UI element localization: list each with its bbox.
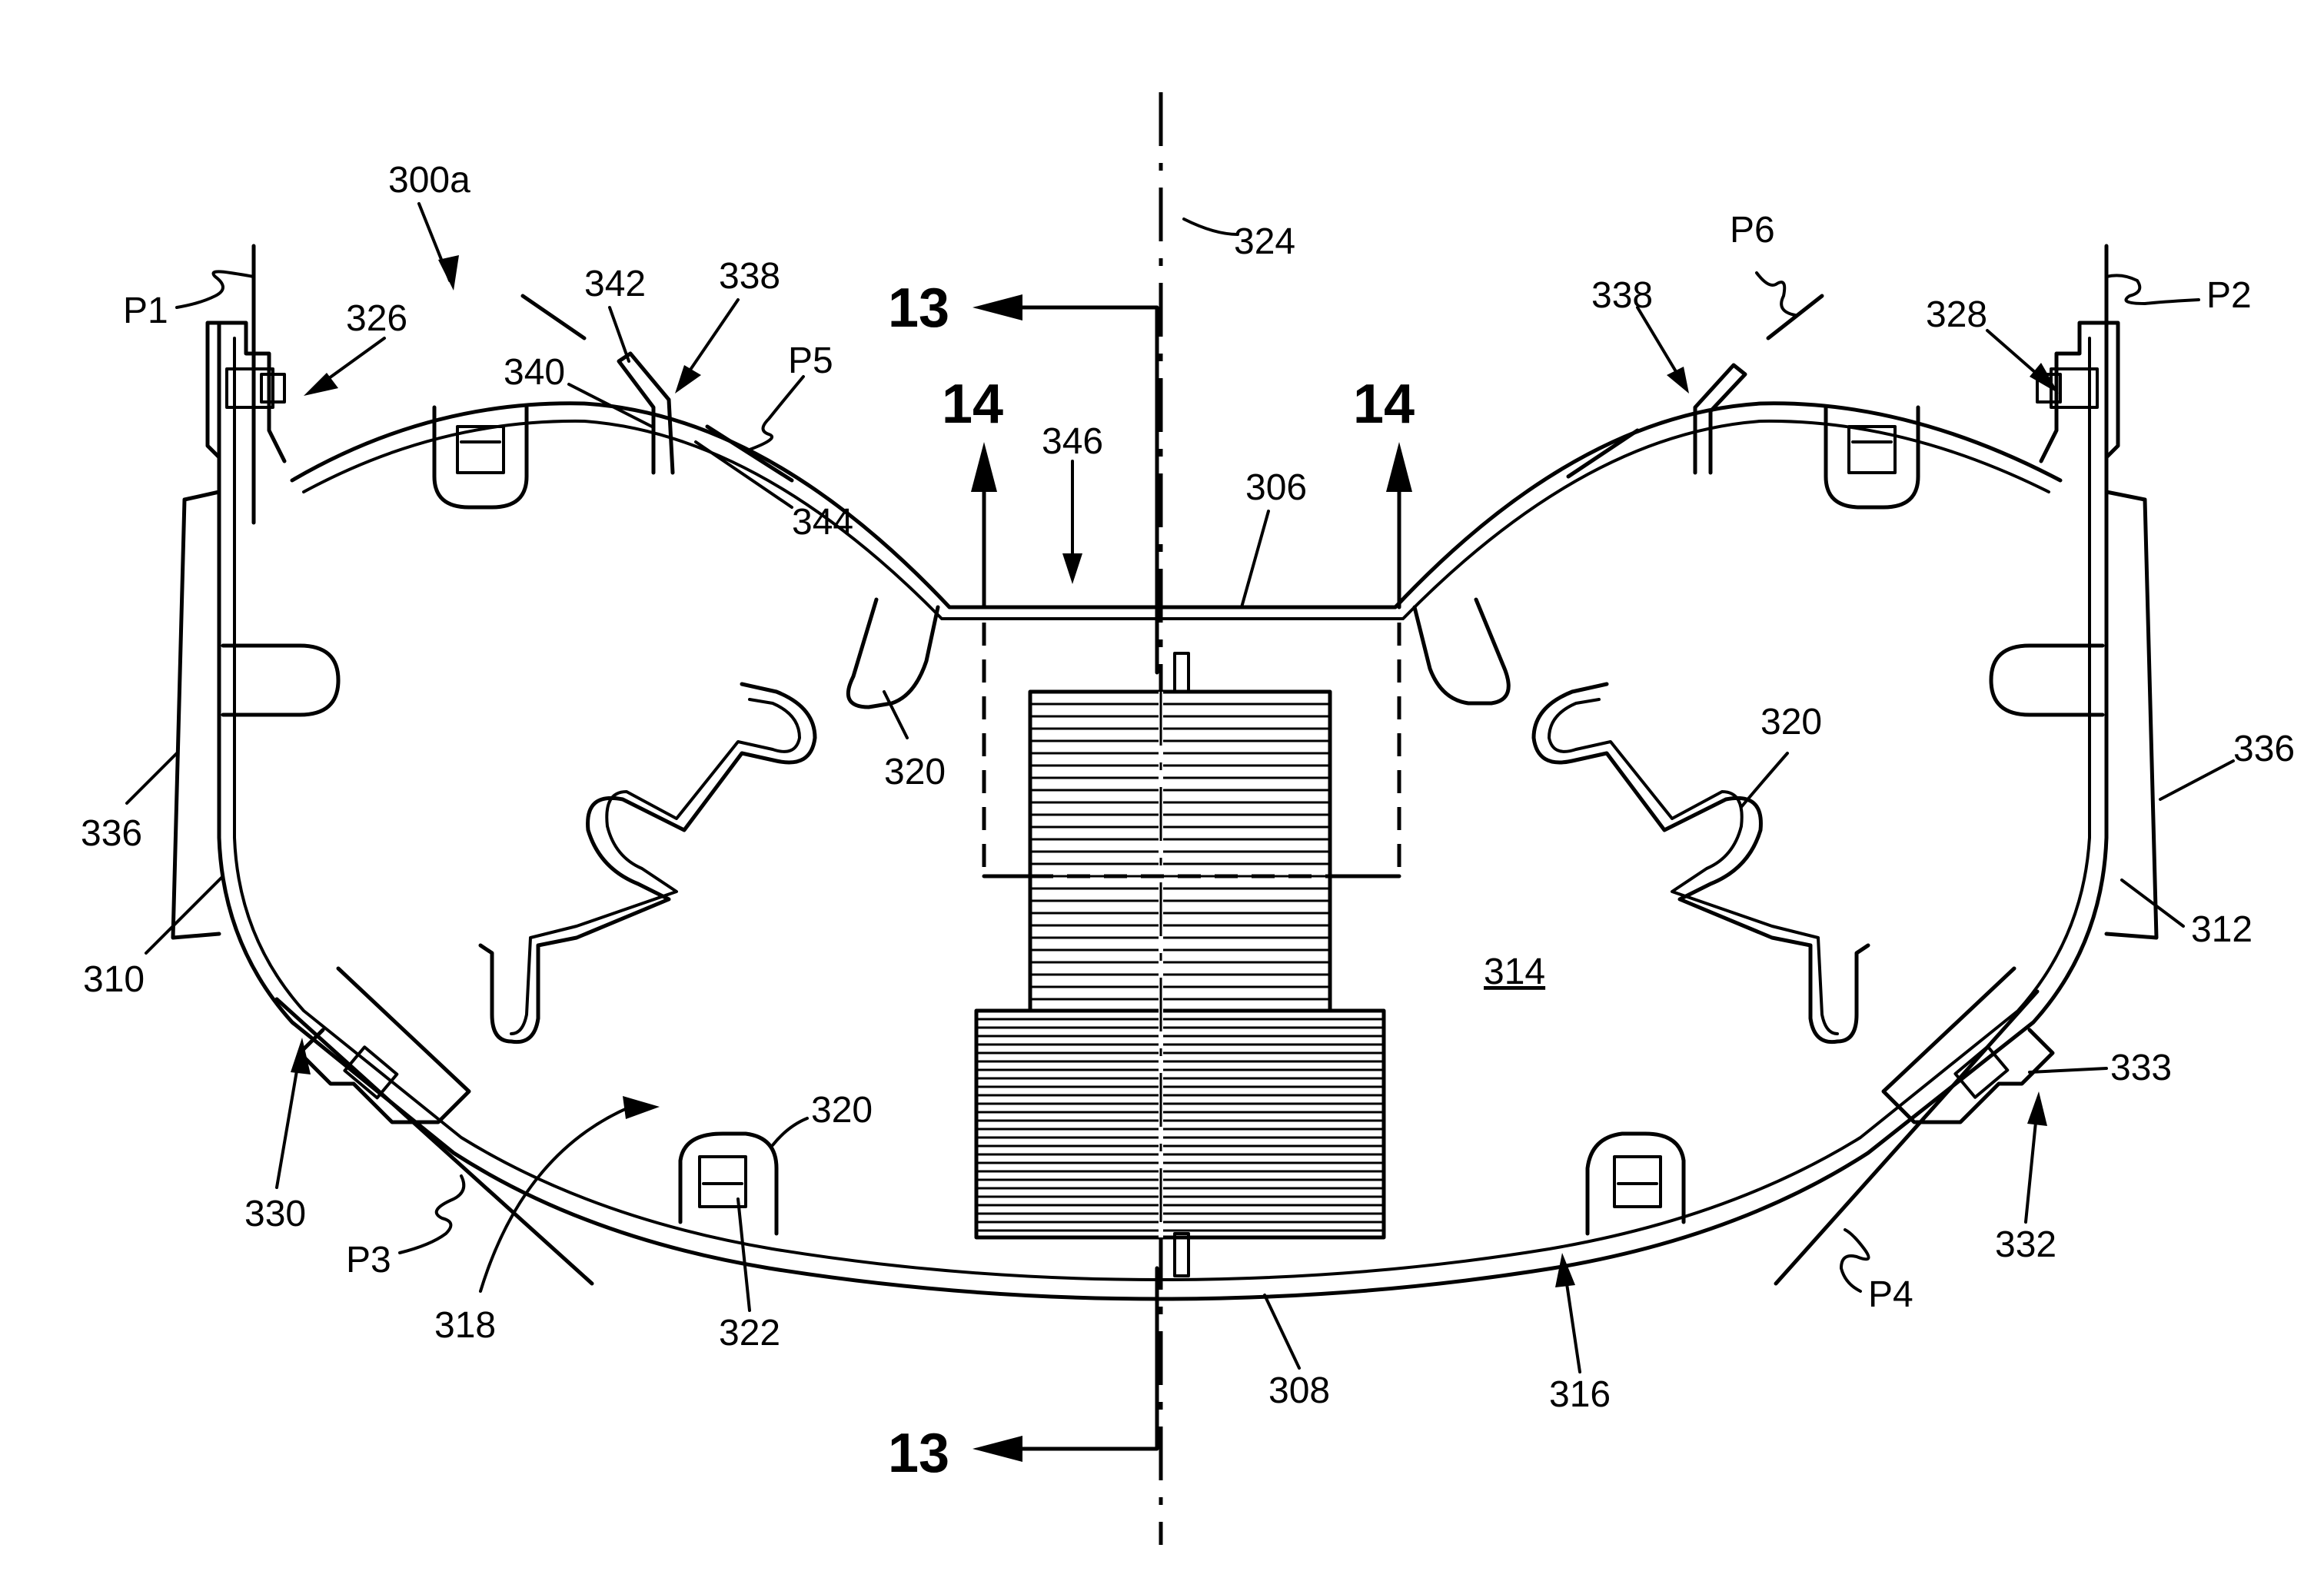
housing-body — [173, 323, 2156, 1299]
clip-bottom-right — [1588, 1134, 1684, 1234]
section-mark-14-right: 14 — [1353, 374, 1415, 435]
bracket-330 — [277, 968, 592, 1284]
label-310: 310 — [83, 959, 145, 1000]
plane-p5-a — [523, 296, 584, 338]
section-mark-13-top: 13 — [888, 277, 949, 339]
clip-top-right — [1826, 407, 1918, 507]
label-306: 306 — [1245, 467, 1307, 508]
tray-left — [480, 684, 815, 1042]
label-p6: P6 — [1730, 210, 1775, 251]
label-328: 328 — [1926, 294, 1987, 335]
label-338-left: 338 — [719, 256, 780, 297]
label-312: 312 — [2191, 909, 2253, 950]
label-320-mid-left: 320 — [884, 752, 946, 792]
label-336-right: 336 — [2233, 729, 2295, 769]
plane-p6-a — [1768, 296, 1822, 338]
label-p1: P1 — [123, 291, 168, 331]
label-320-mid-right: 320 — [1760, 702, 1822, 742]
section-mark-13-bottom: 13 — [888, 1423, 949, 1484]
section-mark-14-left: 14 — [942, 374, 1003, 435]
label-324: 324 — [1234, 221, 1295, 262]
label-314: 314 — [1484, 952, 1545, 992]
section-14-lines — [971, 442, 1412, 876]
clip-side-left — [223, 646, 338, 715]
label-322: 322 — [719, 1313, 780, 1353]
label-p4: P4 — [1868, 1274, 1913, 1315]
plane-p6-b — [1568, 430, 1637, 477]
clip-bottom-left — [680, 1134, 776, 1234]
label-p3: P3 — [346, 1240, 391, 1280]
label-320-bottom: 320 — [811, 1090, 873, 1131]
label-332: 332 — [1995, 1224, 2056, 1265]
clip-side-right — [1991, 646, 2103, 715]
fin-stack — [976, 653, 1384, 1276]
label-338-right: 338 — [1591, 275, 1653, 316]
label-p2: P2 — [2206, 275, 2252, 316]
labels: 300a 324 P1 326 342 338 340 P5 344 346 3… — [81, 160, 2295, 1484]
label-318: 318 — [434, 1305, 496, 1346]
label-346: 346 — [1042, 421, 1103, 462]
label-344: 344 — [792, 502, 853, 543]
label-340: 340 — [504, 352, 565, 393]
label-336-left: 336 — [81, 813, 142, 854]
clip-mid-left — [848, 600, 938, 707]
label-316: 316 — [1549, 1374, 1611, 1415]
label-326: 326 — [346, 298, 407, 339]
fin-338-right — [1695, 365, 1745, 473]
plane-p5-b — [707, 427, 792, 480]
clip-mid-right — [1415, 600, 1508, 703]
label-308: 308 — [1268, 1370, 1330, 1411]
clip-top-left — [434, 407, 527, 507]
label-p5: P5 — [788, 340, 833, 381]
label-300a: 300a — [388, 160, 470, 201]
label-330: 330 — [244, 1194, 306, 1234]
label-342: 342 — [584, 264, 646, 304]
label-333: 333 — [2110, 1048, 2172, 1088]
